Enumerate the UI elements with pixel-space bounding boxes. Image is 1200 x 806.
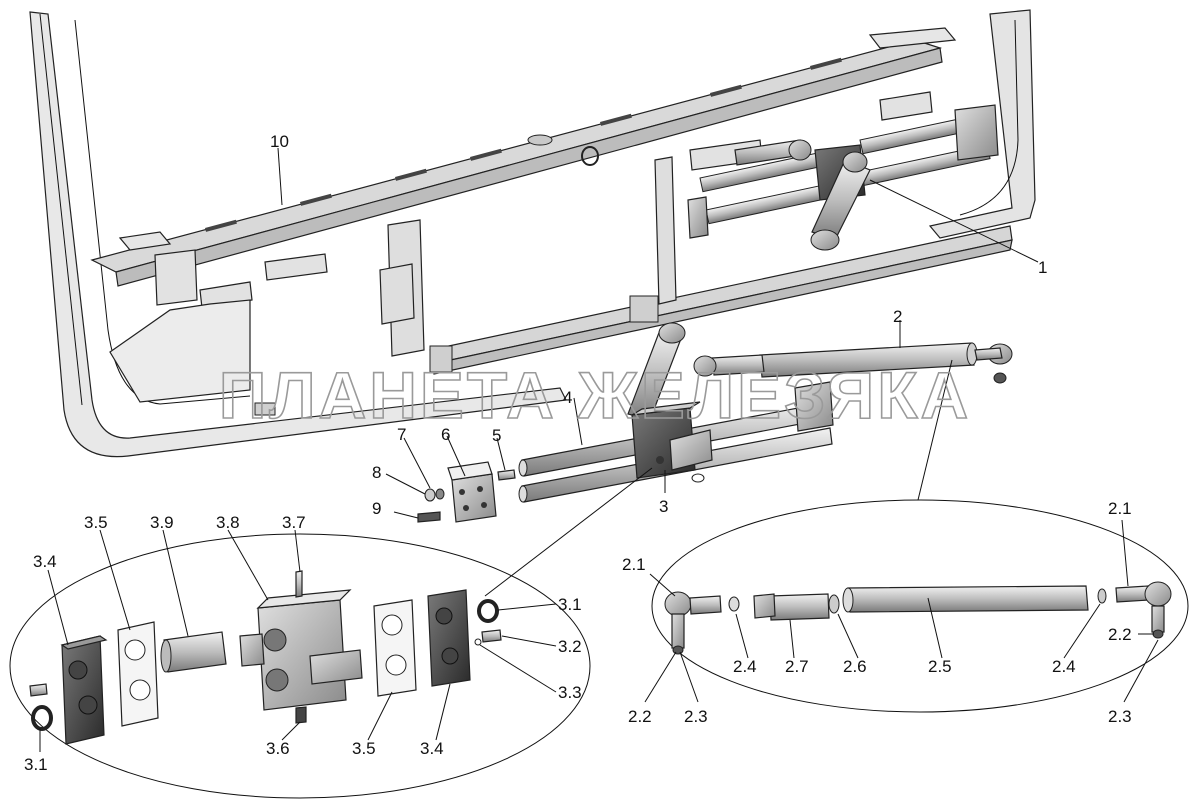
label-5: 5 xyxy=(492,426,501,445)
block-assembly-detail xyxy=(9,533,591,799)
label-2-7: 2.7 xyxy=(785,657,809,676)
label-2-1-left: 2.1 xyxy=(622,555,646,574)
label-10: 10 xyxy=(270,132,289,151)
rod-assembly-detail xyxy=(651,499,1189,713)
small-parts xyxy=(417,461,516,523)
label-2-2-right: 2.2 xyxy=(1108,625,1132,644)
label-2: 2 xyxy=(893,307,902,326)
label-2-6: 2.6 xyxy=(843,657,867,676)
label-6: 6 xyxy=(441,425,450,444)
label-2-1-right: 2.1 xyxy=(1108,499,1132,518)
label-2-3-right: 2.3 xyxy=(1108,707,1132,726)
label-3-4-left: 3.4 xyxy=(33,552,57,571)
label-3-9: 3.9 xyxy=(150,513,174,532)
label-7: 7 xyxy=(397,425,406,444)
label-3-7: 3.7 xyxy=(282,513,306,532)
label-2-4-right: 2.4 xyxy=(1052,657,1076,676)
label-2-5: 2.5 xyxy=(928,657,952,676)
label-3: 3 xyxy=(659,497,668,516)
label-3-4-right: 3.4 xyxy=(420,739,444,758)
label-8: 8 xyxy=(372,463,381,482)
lower-torsion-mechanism xyxy=(518,322,1013,503)
label-3-1-right: 3.1 xyxy=(558,595,582,614)
label-3-8: 3.8 xyxy=(216,513,240,532)
label-3-6: 3.6 xyxy=(266,739,290,758)
leader-lines xyxy=(39,147,1159,752)
label-2-3-left: 2.3 xyxy=(684,707,708,726)
cab-frame xyxy=(29,9,1036,458)
label-4: 4 xyxy=(563,388,572,407)
watermark-text: ПЛАНЕТА ЖЕЛЕЗЯКА xyxy=(219,358,971,432)
label-3-5-right: 3.5 xyxy=(352,739,376,758)
label-3-3: 3.3 xyxy=(558,683,582,702)
label-3-5-left: 3.5 xyxy=(84,513,108,532)
label-3-1-left: 3.1 xyxy=(24,755,48,774)
label-1: 1 xyxy=(1038,258,1047,277)
label-3-2: 3.2 xyxy=(558,637,582,656)
label-2-4-left: 2.4 xyxy=(733,657,757,676)
label-9: 9 xyxy=(372,499,381,518)
label-2-2-left: 2.2 xyxy=(628,707,652,726)
upper-torsion-mechanism xyxy=(687,104,999,251)
part-labels: 10 1 2 4 5 6 7 8 9 3 3.4 3.5 3.9 3.8 3.7… xyxy=(24,132,1132,774)
